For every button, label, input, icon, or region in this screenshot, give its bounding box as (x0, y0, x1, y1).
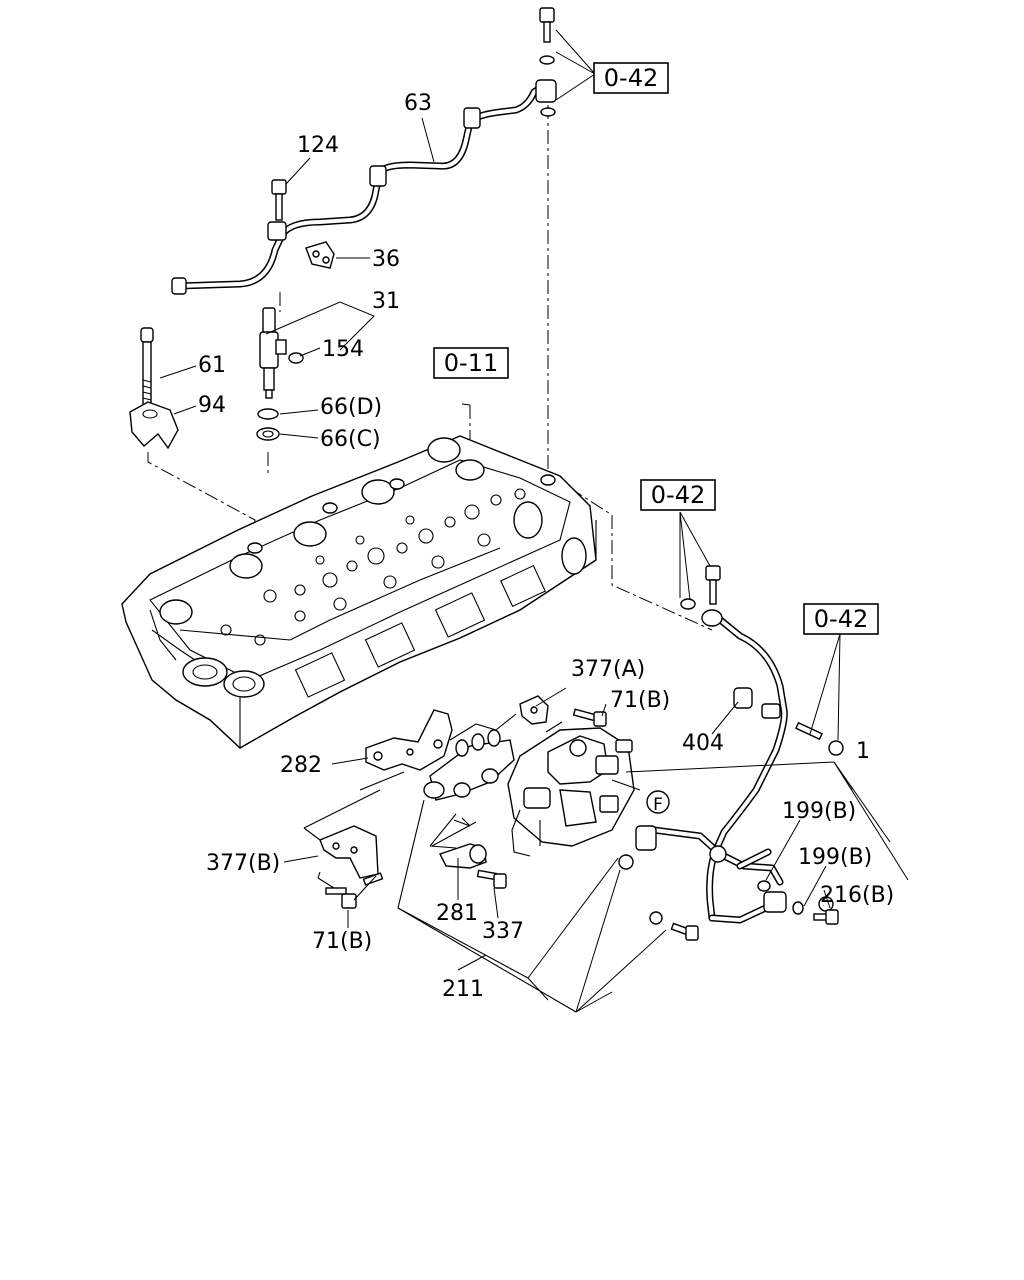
group-lines-211 (303, 713, 577, 1013)
label-124[interactable]: 124 (297, 133, 339, 158)
front-marker: F (646, 790, 670, 815)
leak-off-pipe (635, 609, 834, 924)
ref-box-0-42-right[interactable]: 0-42 (803, 603, 879, 635)
label-94[interactable]: 94 (198, 393, 226, 418)
ref-0-11-label: 0-11 (444, 349, 498, 377)
ref-box-0-42-top[interactable]: 0-42 (593, 62, 669, 94)
clamp-94 (129, 401, 179, 450)
clamp-281 (439, 843, 487, 869)
label-216b[interactable]: 216(B) (820, 883, 894, 908)
bolt-right (618, 565, 844, 941)
label-199b-upper[interactable]: 199(B) (782, 799, 856, 824)
label-61[interactable]: 61 (198, 353, 226, 378)
label-282[interactable]: 282 (280, 753, 322, 778)
part-labels: 63 124 36 31 154 61 94 66(D) 66(C) 377(A… (198, 91, 894, 1002)
ref-0-42-top-label: 0-42 (604, 64, 658, 92)
clamp-36 (305, 241, 335, 269)
label-199b-lower[interactable]: 199(B) (798, 845, 872, 870)
label-66d[interactable]: 66(D) (320, 395, 382, 420)
banjo-bolt-top (539, 7, 556, 117)
label-66c[interactable]: 66(C) (320, 427, 381, 452)
label-377a[interactable]: 377(A) (571, 657, 645, 682)
bracket-377b (319, 825, 379, 879)
label-63[interactable]: 63 (404, 91, 432, 116)
bolt-71b-upper (572, 708, 607, 727)
seals-66 (256, 408, 280, 441)
label-404[interactable]: 404 (682, 731, 724, 756)
ref-0-42-mid-label: 0-42 (651, 481, 705, 509)
bolt-337 (476, 869, 507, 889)
cylinder-head (121, 435, 597, 750)
bracket-282 (365, 709, 453, 771)
front-marker-label: F (653, 795, 663, 815)
fuel-manifold (423, 729, 515, 801)
label-211[interactable]: 211 (442, 977, 484, 1002)
label-154[interactable]: 154 (322, 337, 364, 362)
ref-box-0-11[interactable]: 0-11 (433, 347, 509, 379)
leader-lines (159, 29, 909, 1013)
bolt-124 (271, 179, 287, 221)
stud-61 (140, 327, 154, 415)
ref-0-42-right-label: 0-42 (814, 605, 868, 633)
ref-box-0-42-mid[interactable]: 0-42 (640, 479, 716, 511)
label-1[interactable]: 1 (856, 739, 870, 764)
label-337[interactable]: 337 (482, 919, 524, 944)
bracket-377a (519, 695, 549, 725)
label-281[interactable]: 281 (436, 901, 478, 926)
injector-31 (259, 307, 304, 399)
label-31[interactable]: 31 (372, 289, 400, 314)
label-377b[interactable]: 377(B) (206, 851, 280, 876)
fuel-pump (507, 727, 641, 857)
label-36[interactable]: 36 (372, 247, 400, 272)
label-71b-lower[interactable]: 71(B) (312, 929, 372, 954)
label-71b-upper[interactable]: 71(B) (610, 688, 670, 713)
injection-pipe (171, 79, 557, 295)
